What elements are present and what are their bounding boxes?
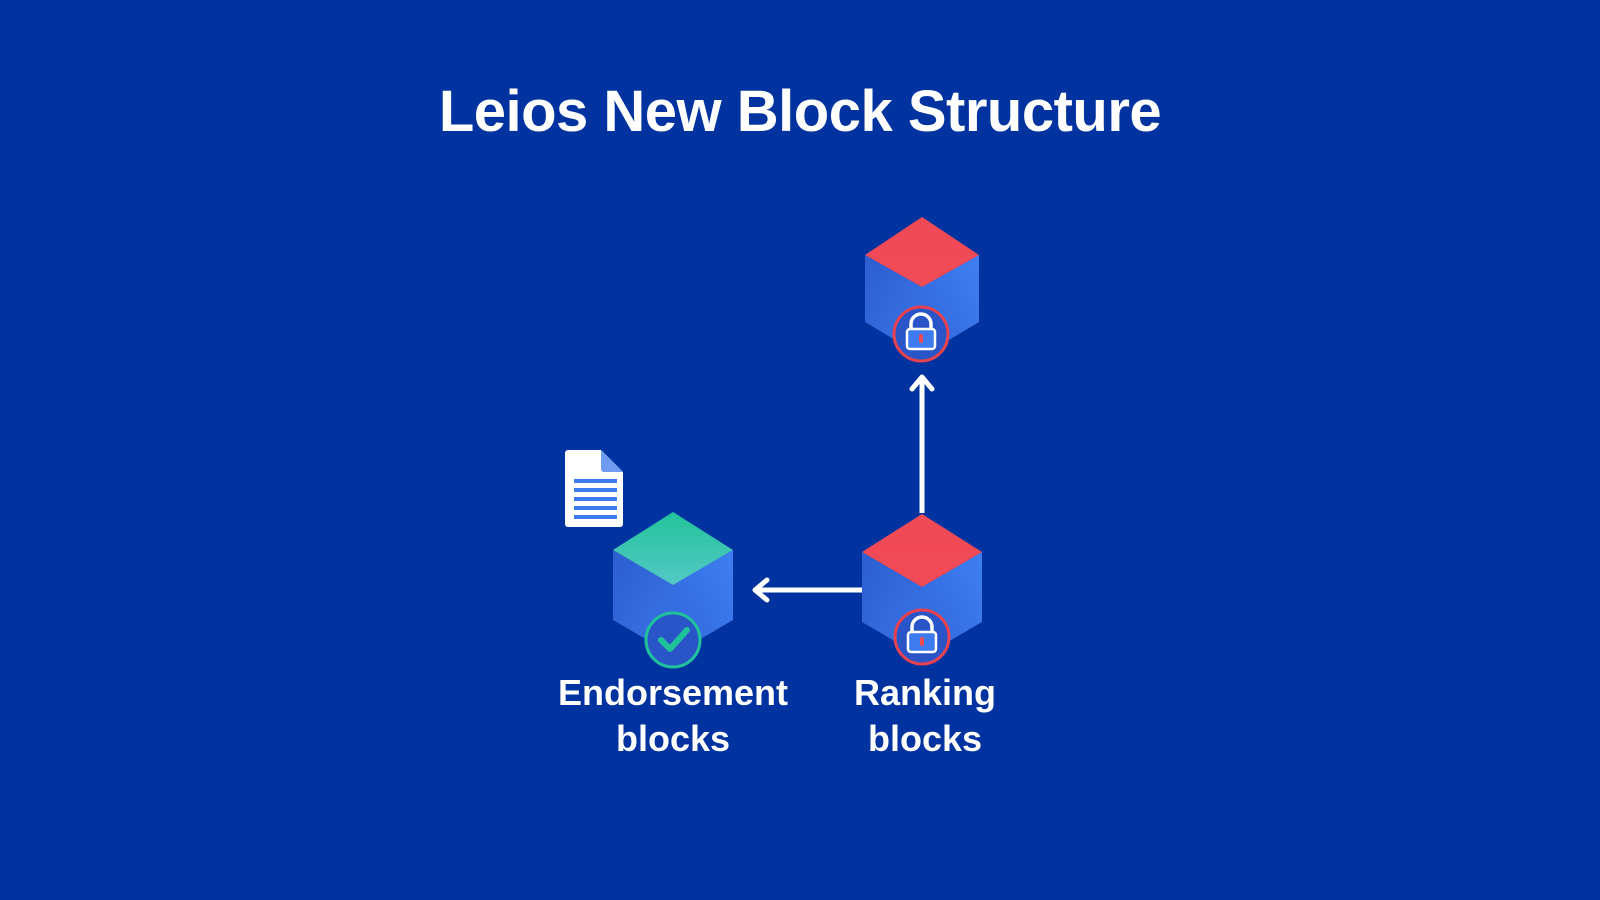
padlock-icon (892, 305, 950, 363)
arrow-up (909, 374, 935, 513)
arrow-left (752, 577, 862, 603)
padlock-icon (893, 608, 951, 666)
document-icon (565, 450, 623, 527)
cube-top-face (862, 514, 982, 587)
endorsement-label-line2: blocks (615, 718, 731, 759)
endorsement-block (613, 512, 733, 669)
ranking-label-line2: blocks (867, 718, 983, 759)
ranking-block-bottom (862, 514, 982, 666)
ranking-label-line1: Ranking (853, 672, 996, 713)
cube-top-face (865, 217, 979, 287)
ranking-block-top (865, 217, 979, 363)
endorsement-label-line1: Endorsement (557, 672, 789, 713)
page-title: Leios New Block Structure (438, 79, 1162, 144)
cube-top-face (613, 512, 733, 585)
checkmark-icon (644, 611, 702, 669)
ranking-blocks-label: Ranking blocks (800, 670, 1050, 762)
endorsement-blocks-label: Endorsement blocks (533, 670, 813, 762)
